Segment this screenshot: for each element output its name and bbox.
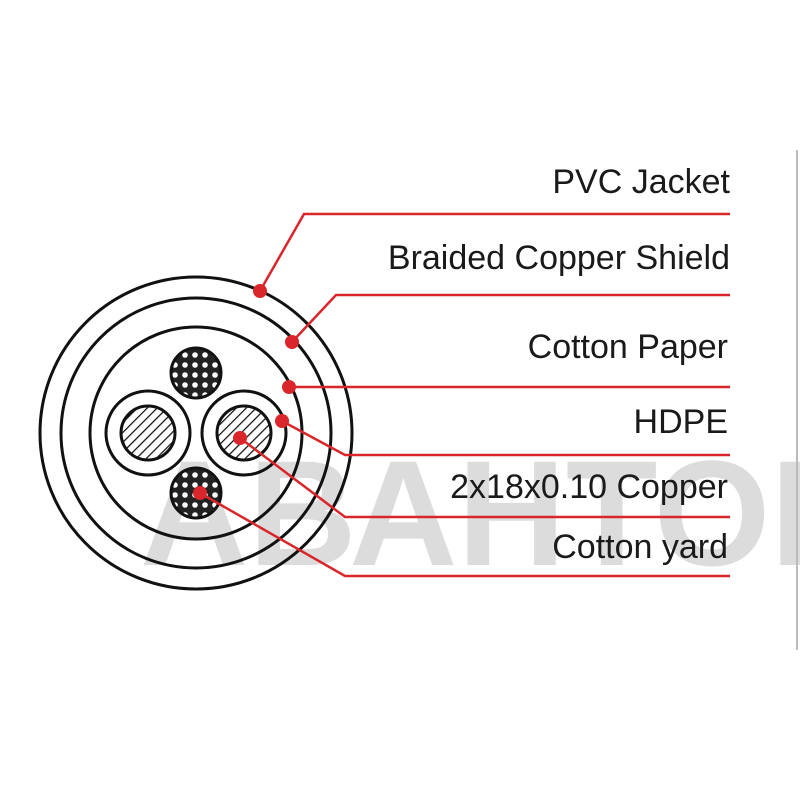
leader-line-cotton-yard [199, 491, 730, 578]
marker-dot-pvc-jacket [253, 284, 267, 298]
leader-line-hdpe [281, 419, 730, 457]
shield-ring [59, 296, 333, 570]
pvc-jacket-ring [38, 275, 354, 591]
leader-line-copper [239, 437, 730, 519]
marker-dot-braided-shield [285, 335, 299, 349]
hdpe-insulation-left [104, 389, 192, 477]
marker-dot-hdpe [275, 414, 289, 428]
marker-dot-copper [233, 431, 247, 445]
leader-line-braided-shield [291, 293, 730, 343]
label-cotton-yard: Cotton yard [552, 528, 728, 566]
label-pvc-jacket: PVC Jacket [552, 163, 730, 201]
copper-conductor-left [119, 404, 177, 462]
label-hdpe: HDPE [634, 403, 728, 441]
label-copper-conductor: 2x18x0.10 Copper [450, 468, 728, 506]
label-braided-copper-shield: Braided Copper Shield [388, 239, 730, 277]
label-cotton-paper: Cotton Paper [528, 328, 728, 366]
cotton-yard-top [169, 346, 223, 400]
leader-line-pvc-jacket [258, 212, 730, 292]
hdpe-insulation-right [200, 389, 288, 477]
marker-dot-cotton-paper [282, 380, 296, 394]
marker-dot-cotton-yard [193, 486, 207, 500]
